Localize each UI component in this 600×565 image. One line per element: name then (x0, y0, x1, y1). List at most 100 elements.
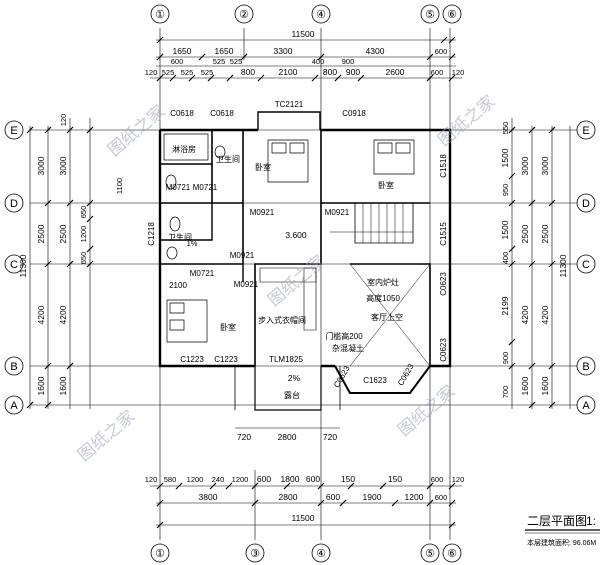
dim-top-r2-2: 525 (213, 57, 226, 66)
axis-bubble-left-D: D (5, 194, 23, 212)
code-c0623b: C0623 (439, 338, 448, 362)
axis-bubble-top-5: ⑤ (421, 5, 439, 23)
svg-text:C: C (10, 259, 18, 271)
dim-right-o4: 1600 (520, 376, 530, 395)
dim-right-s1: 3000 (540, 156, 550, 175)
dim-bot-r2-5: 1200 (405, 492, 424, 502)
label-fire-height: 高度1050 (366, 293, 400, 303)
dim-bot-r1-11: 600 (431, 475, 444, 484)
left-dimension-labels: 11300 3000 2500 4200 1600 120 3000 2500 … (18, 114, 124, 396)
top-dimensions (150, 37, 462, 81)
area-note: 本层建筑面积: 96.06M (527, 538, 596, 547)
dim-right-s2: 2500 (540, 224, 550, 243)
dim-left-total: 11300 (18, 254, 28, 277)
svg-text:A: A (10, 400, 18, 412)
dim-bot-r1-10: 150 (388, 474, 402, 484)
code-c1223a: C1223 (180, 355, 204, 364)
axis-bubble-top-4: ④ (312, 5, 330, 23)
dim-top-r3-2: 525 (162, 68, 175, 77)
axis-bubble-bottom-4: ④ (312, 544, 330, 562)
svg-text:⑥: ⑥ (447, 9, 457, 21)
bed-1 (268, 140, 308, 182)
building-walls (160, 112, 450, 410)
dim-left-i5: 1600 (58, 376, 68, 395)
axis-bubble-top-2: ② (235, 5, 253, 23)
label-fireplace: 室内炉灶 (367, 277, 399, 287)
code-dim2100: 2100 (169, 281, 187, 290)
label-wc-2: 卫生间 (168, 232, 192, 242)
dim-right-total: 11300 (558, 254, 568, 277)
axis-bubble-left-A: A (5, 396, 23, 414)
dim-top-r3-7: 800 (323, 67, 337, 77)
dim-right-o1: 3000 (520, 156, 530, 175)
svg-text:A: A (582, 400, 590, 412)
code-c1623: C1623 (363, 376, 387, 385)
svg-text:④: ④ (316, 548, 326, 560)
dim-bot-aux-2: 2800 (278, 432, 297, 442)
label-living-void: 客厅上空 (371, 312, 403, 322)
dim-left-o4: 1600 (36, 376, 46, 395)
dim-bot-r2-2: 2800 (279, 492, 298, 502)
svg-text:E: E (10, 125, 17, 137)
bottom-dimension-labels: 720 2800 720 120 580 1200 240 1200 600 1… (145, 432, 465, 523)
svg-text:①: ① (155, 9, 165, 21)
dim-bot-total: 11500 (291, 513, 314, 523)
code-tlm1825: TLM1825 (269, 355, 303, 364)
code-c1515: C1515 (439, 222, 448, 246)
dim-top-r3-3: 525 (181, 68, 194, 77)
axis-bubble-bottom-1: ① (151, 544, 169, 562)
dim-right-o2: 2500 (520, 224, 530, 243)
dim-bot-r1-4: 240 (212, 475, 225, 484)
dim-right-i1: 550 (501, 122, 510, 135)
axis-bubble-right-E: E (577, 121, 595, 139)
right-dimensions (509, 118, 570, 409)
dim-top-r3-8: 900 (346, 67, 360, 77)
code-m0921d: M0921 (234, 280, 259, 289)
room-labels: 淋浴房 卫生间 卫生间 卧室 卧室 卧室 室内炉灶 高度1050 客厅上空 步入… (168, 144, 403, 400)
dim-bot-aux-1: 720 (237, 432, 251, 442)
dim-right-i8: 700 (501, 386, 510, 399)
bed-3 (167, 300, 207, 342)
code-c1518: C1518 (439, 154, 448, 178)
bottom-dimensions (150, 428, 462, 528)
axis-bubble-left-B: B (5, 357, 23, 375)
dim-right-o3: 4200 (520, 305, 530, 324)
dim-left-i8: 650 (79, 252, 88, 265)
code-m0921a: M0921 (250, 208, 275, 217)
left-dimensions (27, 118, 93, 409)
code-c1218: C1218 (147, 222, 156, 246)
dim-bot-r1-9: 150 (341, 474, 355, 484)
dim-top-r3-5: 800 (241, 67, 255, 77)
dim-bot-r2-1: 3800 (199, 492, 218, 502)
axis-bubble-right-B: B (577, 357, 595, 375)
label-balcony: 露台 (284, 390, 300, 400)
label-wardrobe: 步入式衣帽间 (258, 315, 306, 325)
drawing-title: 二层平面图 (527, 514, 587, 528)
svg-text:②: ② (239, 9, 249, 21)
dim-left-i6: 650 (79, 206, 88, 219)
dim-top-1: 1650 (173, 46, 192, 56)
svg-text:⑤: ⑤ (425, 9, 435, 21)
dim-bot-r1-12: 120 (452, 475, 465, 484)
dim-left-i2: 3000 (58, 156, 68, 175)
axis-bubble-top-1: ① (151, 5, 169, 23)
label-level: 3.600 (285, 230, 307, 240)
dim-top-r3-10: 600 (431, 68, 444, 77)
svg-text:B: B (10, 361, 17, 373)
drawing-scale: 1: (586, 514, 596, 528)
code-m0921c: M0921 (230, 251, 255, 260)
bed-2 (374, 140, 414, 174)
label-slope: 2% (288, 373, 301, 383)
dim-bot-r1-8: 600 (306, 474, 320, 484)
code-c0623a: C0623 (439, 272, 448, 296)
axis-bubble-right-D: D (577, 194, 595, 212)
dim-left-i3: 2500 (58, 224, 68, 243)
left-axis-bubbles: E D C B A (5, 121, 23, 414)
right-dimension-labels: 550 1500 950 1500 400 2199 900 700 3000 … (500, 122, 568, 399)
svg-text:B: B (582, 361, 589, 373)
dim-left-i7: 1200 (79, 226, 88, 243)
shower (164, 134, 208, 160)
code-c1223b: C1223 (214, 355, 238, 364)
code-c0618b: C0618 (210, 109, 234, 118)
